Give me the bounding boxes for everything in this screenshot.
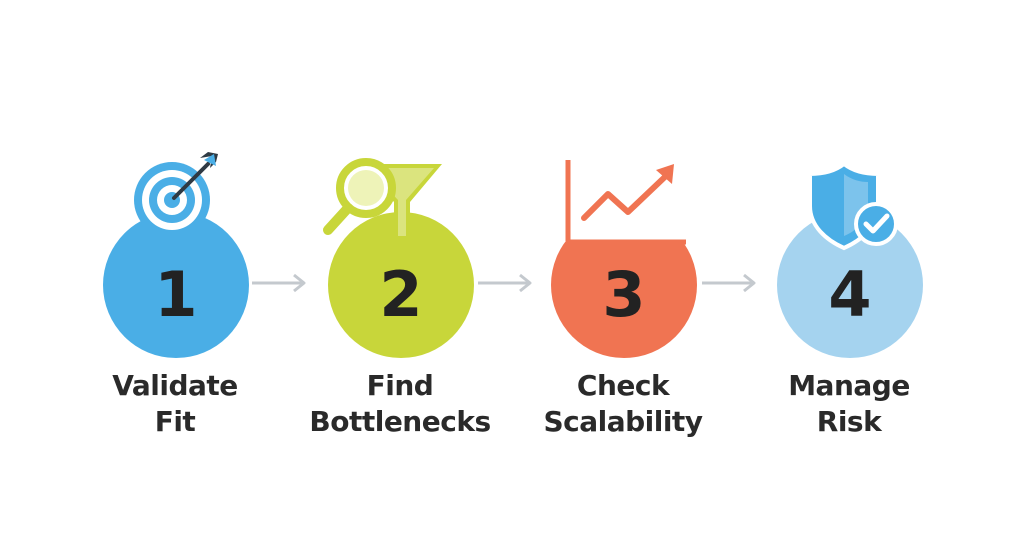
step-3-label-line1: Check bbox=[576, 369, 670, 402]
step-2-number: 2 bbox=[379, 258, 423, 331]
arrow-2 bbox=[478, 273, 532, 293]
growth-chart-icon bbox=[564, 150, 688, 245]
step-3-label: Check Scalability bbox=[513, 368, 733, 440]
shield-check-icon bbox=[808, 161, 898, 251]
step-1-label-line2: Fit bbox=[154, 405, 196, 438]
step-4-label-line1: Manage bbox=[788, 369, 910, 402]
step-2-label-line1: Find bbox=[366, 369, 434, 402]
step-1-label-line1: Validate bbox=[112, 369, 238, 402]
magnifier-funnel-icon bbox=[323, 158, 442, 242]
step-2-circle: 2 bbox=[328, 212, 474, 358]
arrow-3 bbox=[702, 273, 756, 293]
step-4-number: 4 bbox=[828, 258, 872, 331]
step-1-label: Validate Fit bbox=[65, 368, 285, 440]
step-2-label: Find Bottlenecks bbox=[290, 368, 510, 440]
step-3-label-line2: Scalability bbox=[543, 405, 703, 438]
step-3-number: 3 bbox=[602, 258, 646, 331]
step-2-label-line2: Bottlenecks bbox=[309, 405, 491, 438]
arrow-1 bbox=[252, 273, 306, 293]
step-1-number: 1 bbox=[154, 258, 198, 331]
step-4-label: Manage Risk bbox=[739, 368, 959, 440]
step-4-label-line2: Risk bbox=[816, 405, 882, 438]
target-icon bbox=[134, 152, 218, 238]
